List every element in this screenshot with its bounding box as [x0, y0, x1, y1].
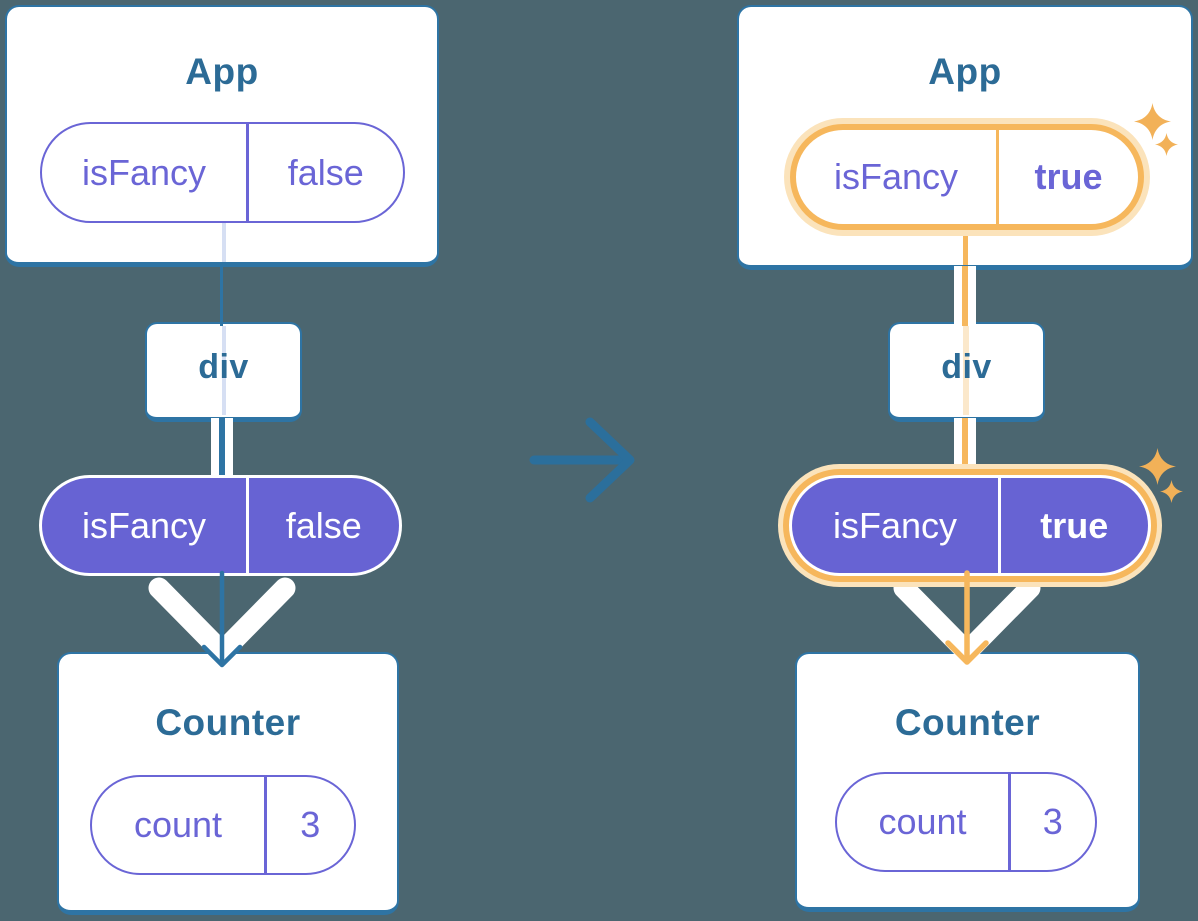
sparkle-icon	[1134, 103, 1171, 140]
prop-line-pale	[222, 326, 226, 415]
prop-flow-white-line	[968, 418, 976, 482]
prop-flow-white-line	[954, 418, 962, 482]
prop-value: false	[285, 504, 362, 546]
prop-flow-white-line	[954, 266, 962, 326]
tree-edge-app-div	[220, 262, 223, 326]
pill-divider	[1008, 774, 1011, 870]
state-name: isFancy	[833, 156, 959, 197]
arrow-right-icon	[529, 417, 635, 503]
counter-title: Counter	[894, 702, 1041, 743]
app-title: App	[185, 51, 259, 92]
state-pill-counter-after: count 3	[835, 772, 1097, 872]
state-value: false	[287, 151, 364, 193]
tree-edge-arrow-icon	[201, 570, 243, 668]
app-title: App	[928, 51, 1002, 92]
state-name: isFancy	[81, 151, 207, 193]
state-value: 3	[300, 804, 321, 845]
pill-divider	[998, 478, 1001, 573]
pill-divider	[246, 478, 249, 573]
pill-divider	[246, 124, 249, 221]
state-name: count	[878, 801, 967, 842]
div-card-before: div	[145, 322, 302, 422]
prop-name: isFancy	[81, 504, 207, 546]
state-line-orange	[963, 229, 968, 265]
sparkle-icon	[1155, 133, 1178, 156]
state-pill-app-after: isFancy true	[790, 124, 1144, 230]
prop-flow-lines	[954, 418, 976, 482]
sparkle-icon	[1160, 480, 1183, 503]
prop-flow-center-line	[219, 418, 225, 482]
state-pill-counter-before: count 3	[90, 775, 356, 875]
tree-edge-arrow-icon	[945, 570, 989, 665]
state-value: true	[1034, 156, 1103, 197]
div-title: div	[941, 348, 992, 386]
prop-flow-white-line	[211, 418, 219, 482]
state-value: 3	[1042, 801, 1063, 842]
state-name: count	[133, 804, 223, 845]
prop-flow-lines	[954, 266, 976, 326]
pill-divider	[996, 130, 999, 224]
counter-title: Counter	[155, 702, 301, 743]
div-title: div	[198, 348, 249, 386]
sparkle-icon	[1139, 448, 1176, 485]
prop-flow-lines	[211, 418, 233, 482]
prop-pill-before: isFancy false	[42, 478, 399, 573]
prop-line-pale-orange	[963, 326, 969, 415]
pill-divider	[264, 777, 267, 873]
prop-flow-center-line	[962, 418, 968, 482]
prop-flow-white-line	[968, 266, 976, 326]
prop-pill-after: isFancy true	[792, 478, 1148, 573]
prop-value: true	[1040, 504, 1109, 546]
prop-name: isFancy	[832, 504, 958, 546]
prop-flow-center-line	[962, 266, 968, 326]
state-line-pale	[222, 222, 226, 262]
state-pill-app-before: isFancy false	[40, 122, 405, 223]
div-card-after: div	[888, 322, 1045, 422]
prop-flow-white-line	[225, 418, 233, 482]
